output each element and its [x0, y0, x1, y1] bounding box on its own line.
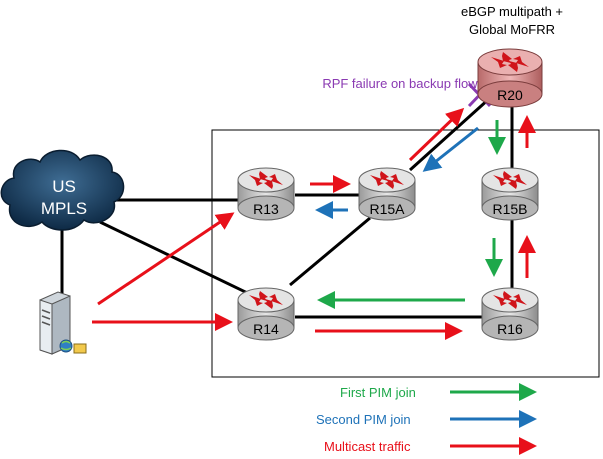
legend-multicast-traffic: Multicast traffic	[324, 439, 411, 454]
router-label-r15b: R15B	[492, 201, 527, 217]
legend-first-pim-join: First PIM join	[340, 385, 416, 400]
title-line-1: eBGP multipath +	[461, 4, 563, 19]
arrow-server-to-r13	[97, 212, 235, 306]
domain-box	[211, 129, 600, 378]
cloud-label-line-2: MPLS	[41, 199, 87, 218]
router-r14: R14	[237, 287, 295, 341]
router-label-r13: R13	[253, 201, 279, 217]
arrow-r15a-to-r20	[408, 107, 465, 162]
router-arrows-icon	[249, 291, 283, 309]
cloud-icon: US MPLS	[0, 149, 125, 231]
router-arrows-icon	[249, 171, 283, 189]
legend-second-pim-join: Second PIM join	[316, 412, 411, 427]
router-r15a: R15A	[358, 167, 416, 221]
router-label-r20: R20	[497, 87, 523, 103]
multicast-traffic-arrows	[92, 107, 536, 340]
router-label-r14: R14	[253, 321, 279, 337]
router-label-r16: R16	[497, 321, 523, 337]
links	[60, 96, 514, 319]
server-icon	[39, 291, 87, 355]
cloud-label-line-1: US	[52, 177, 76, 196]
router-arrows-icon	[491, 52, 529, 72]
rpf-failure-label: RPF failure on backup flow	[322, 76, 478, 91]
arrow-r20-to-r15a	[422, 126, 479, 172]
router-r20: R20	[477, 48, 543, 108]
router-arrows-icon	[370, 171, 404, 189]
router-r16: R16	[481, 287, 539, 341]
second-pim-join-arrows	[315, 126, 479, 219]
router-arrows-icon	[493, 171, 527, 189]
router-r15b: R15B	[481, 167, 539, 221]
title-line-2: Global MoFRR	[469, 22, 555, 37]
router-label-r15a: R15A	[369, 201, 405, 217]
router-r13: R13	[237, 167, 295, 221]
legend: First PIM join Second PIM join Multicast…	[316, 383, 537, 455]
first-pim-join-arrows	[317, 120, 506, 309]
router-arrows-icon	[493, 291, 527, 309]
